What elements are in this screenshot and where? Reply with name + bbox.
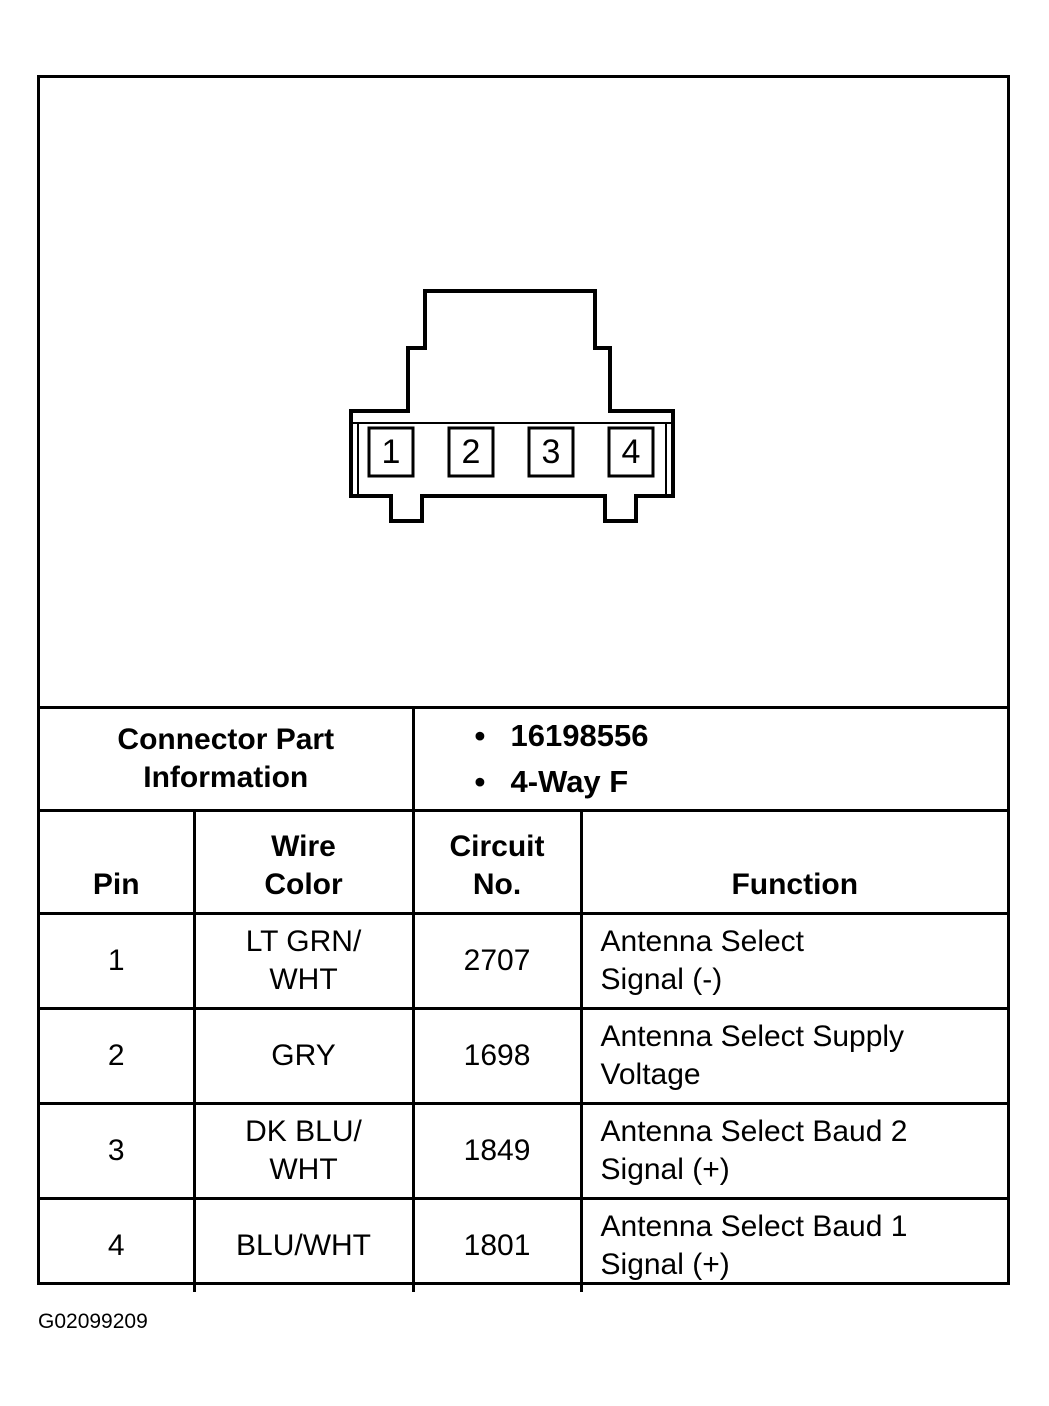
cell-wire-color: BLU/WHT (192, 1197, 415, 1292)
pin-cavity-1: 1 (367, 426, 415, 478)
pin-label-3: 3 (542, 433, 561, 471)
part-info-label: Connector Part Information (40, 706, 415, 812)
part-info-row: Connector Part Information 16198556 4-Wa… (40, 706, 1008, 812)
header-function: Function (579, 809, 1008, 915)
cell-function: Antenna Select Baud 1 Signal (+) (579, 1197, 1008, 1292)
connector-diagram-area: 1 2 3 4 (40, 78, 1007, 708)
cell-pin: 3 (40, 1102, 196, 1200)
cell-pin: 4 (40, 1197, 196, 1292)
pin-cavity-3: 3 (527, 426, 575, 478)
part-number: 16198556 (475, 713, 1008, 759)
table-row: 4 BLU/WHT 1801 Antenna Select Baud 1 Sig… (40, 1197, 1008, 1292)
table-row: 1 LT GRN/ WHT 2707 Antenna Select Signal… (40, 912, 1008, 1010)
connector-body-outline (349, 289, 675, 523)
cell-wire-color: GRY (192, 1007, 415, 1105)
part-info-values: 16198556 4-Way F (411, 706, 1008, 812)
table-row: 2 GRY 1698 Antenna Select Supply Voltage (40, 1007, 1008, 1105)
header-circuit-no: Circuit No. (411, 809, 583, 915)
cell-function: Antenna Select Signal (-) (579, 912, 1008, 1010)
pin-label-1: 1 (382, 433, 401, 471)
pin-label-4: 4 (622, 433, 641, 471)
cell-circuit: 1698 (411, 1007, 583, 1105)
cell-function: Antenna Select Baud 2 Signal (+) (579, 1102, 1008, 1200)
cell-circuit: 1801 (411, 1197, 583, 1292)
connector-face-inner (351, 422, 673, 496)
cell-circuit: 1849 (411, 1102, 583, 1200)
header-pin: Pin (40, 809, 196, 915)
pin-cavity-2: 2 (447, 426, 495, 478)
figure-code: G02099209 (38, 1310, 148, 1333)
cell-function: Antenna Select Supply Voltage (579, 1007, 1008, 1105)
table-row: 3 DK BLU/ WHT 1849 Antenna Select Baud 2… (40, 1102, 1008, 1200)
pin-label-2: 2 (462, 433, 481, 471)
cell-wire-color: LT GRN/ WHT (192, 912, 415, 1010)
connector-type: 4-Way F (475, 759, 1008, 805)
header-wire-color: Wire Color (192, 809, 415, 915)
diagram-frame: 1 2 3 4 Connector Part (37, 75, 1010, 1292)
connector-info-table: Connector Part Information 16198556 4-Wa… (40, 706, 1008, 1292)
header-row: Pin Wire Color Circuit No. Function (40, 809, 1008, 915)
cell-wire-color: DK BLU/ WHT (192, 1102, 415, 1200)
cell-pin: 1 (40, 912, 196, 1010)
connector-face-view: 1 2 3 4 (349, 289, 675, 523)
cell-circuit: 2707 (411, 912, 583, 1010)
cell-pin: 2 (40, 1007, 196, 1105)
pin-cavity-4: 4 (607, 426, 655, 478)
